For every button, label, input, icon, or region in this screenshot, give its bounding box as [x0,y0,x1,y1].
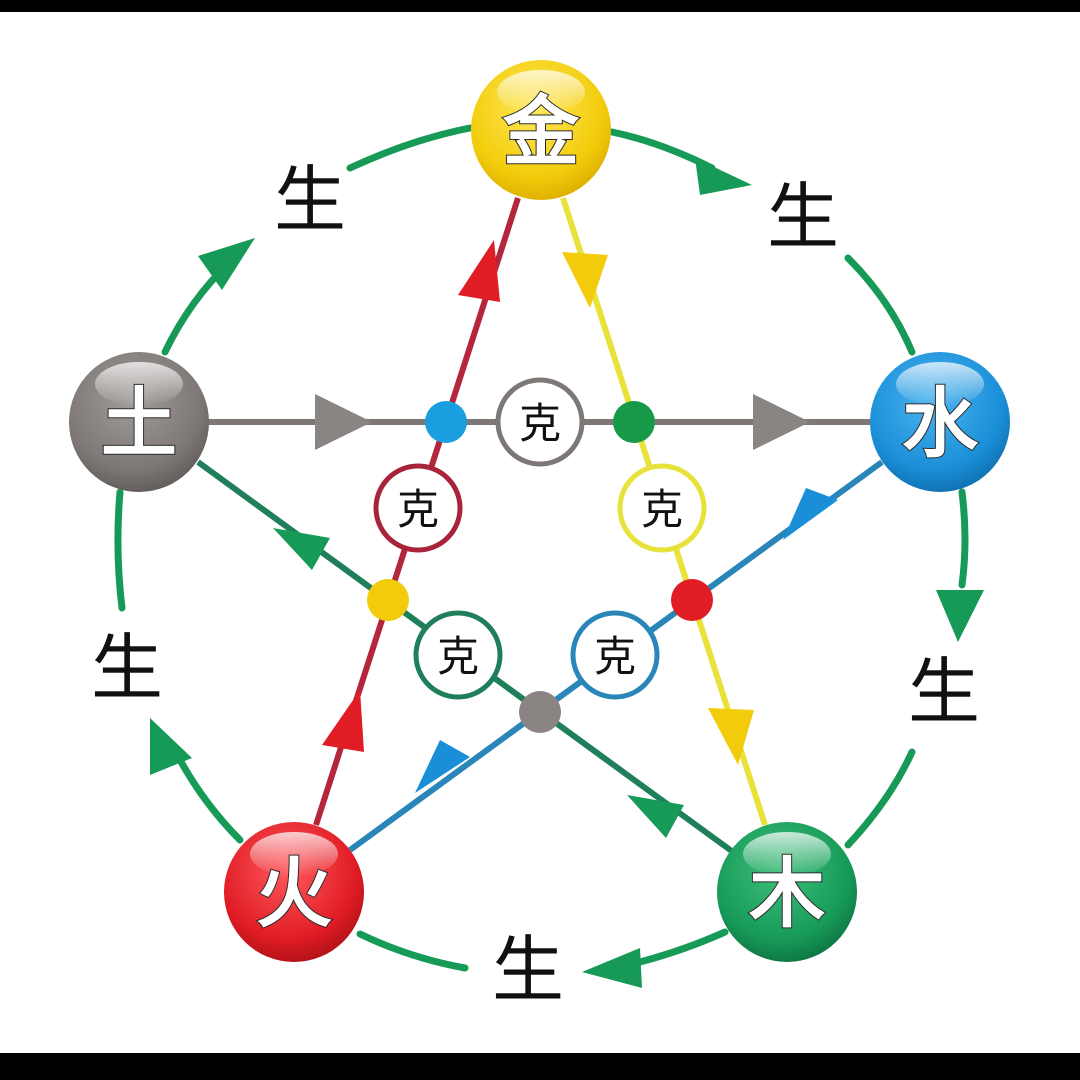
ke-label-earth-water: 克 [495,377,585,467]
ke-label-water-fire: 克 [570,610,660,700]
ke-label-fire-metal: 克 [373,463,463,553]
ke-cycle [196,197,884,855]
intersection-dot-green [613,401,655,443]
arrow-icon [273,528,330,570]
arrow-icon [627,795,684,838]
wood-label: 木 [749,849,825,938]
ke-label-text: 克 [519,399,561,448]
arrow-icon [582,948,642,988]
ke-label-wood-earth: 克 [413,610,503,700]
element-node-wood: 木 [717,822,857,962]
sheng-arc-metal-water-lower [844,254,916,356]
arrow-icon [753,394,810,450]
element-node-fire: 火 [224,822,364,962]
intersection-dot-blue [425,401,467,443]
sheng-label-fire-earth: 生 [91,626,163,710]
element-node-earth: 土 [69,352,209,492]
element-node-water: 水 [870,352,1010,492]
arrow-icon [198,238,255,290]
arrow-icon [708,708,754,765]
ke-label-text: 克 [594,632,636,681]
arrow-icon [322,690,364,752]
fire-label: 火 [256,849,332,938]
ke-label-text: 克 [397,485,439,534]
sheng-label-water-wood: 生 [908,650,980,734]
sheng-arc-wood-fire-right [636,928,729,966]
ke-label-text: 克 [437,632,479,681]
sheng-arc-fire-earth-lower [176,756,244,844]
intersection-dot-red [671,579,713,621]
sheng-label-earth-metal: 生 [274,158,346,242]
five-elements-diagram: 克 克 克 克 克 生 生 生 生 生 金 水 木 火 [0,12,1080,1053]
arrow-icon [783,488,838,540]
sheng-arc-water-wood-upper [958,488,969,589]
ke-label-metal-wood: 克 [617,463,707,553]
intersection-dot-yellow [367,579,409,621]
ke-label-text: 克 [641,485,683,534]
sheng-arc-water-wood-lower [844,748,916,849]
sheng-label-metal-water: 生 [767,175,839,259]
arrow-icon [415,740,470,793]
intersection-dots [367,401,713,733]
arrow-icon [315,394,372,450]
arrow-icon [562,252,608,308]
arrow-icon [458,240,500,302]
intersection-dot-gray [519,691,561,733]
metal-label: 金 [502,87,580,176]
sheng-cycle [114,124,969,972]
arrow-icon [150,718,192,775]
sheng-arrowheads [150,158,984,988]
element-node-metal: 金 [471,60,611,200]
sheng-label-wood-fire: 生 [492,928,564,1012]
arrow-icon [695,158,752,195]
ke-arrowheads [273,240,838,838]
arrow-icon [936,590,984,642]
sheng-arc-earth-metal-upper [346,124,474,172]
sheng-arc-wood-fire-left [356,930,469,972]
sheng-arc-fire-earth-upper [114,488,126,612]
water-label: 水 [902,379,979,468]
earth-label: 土 [101,379,177,468]
